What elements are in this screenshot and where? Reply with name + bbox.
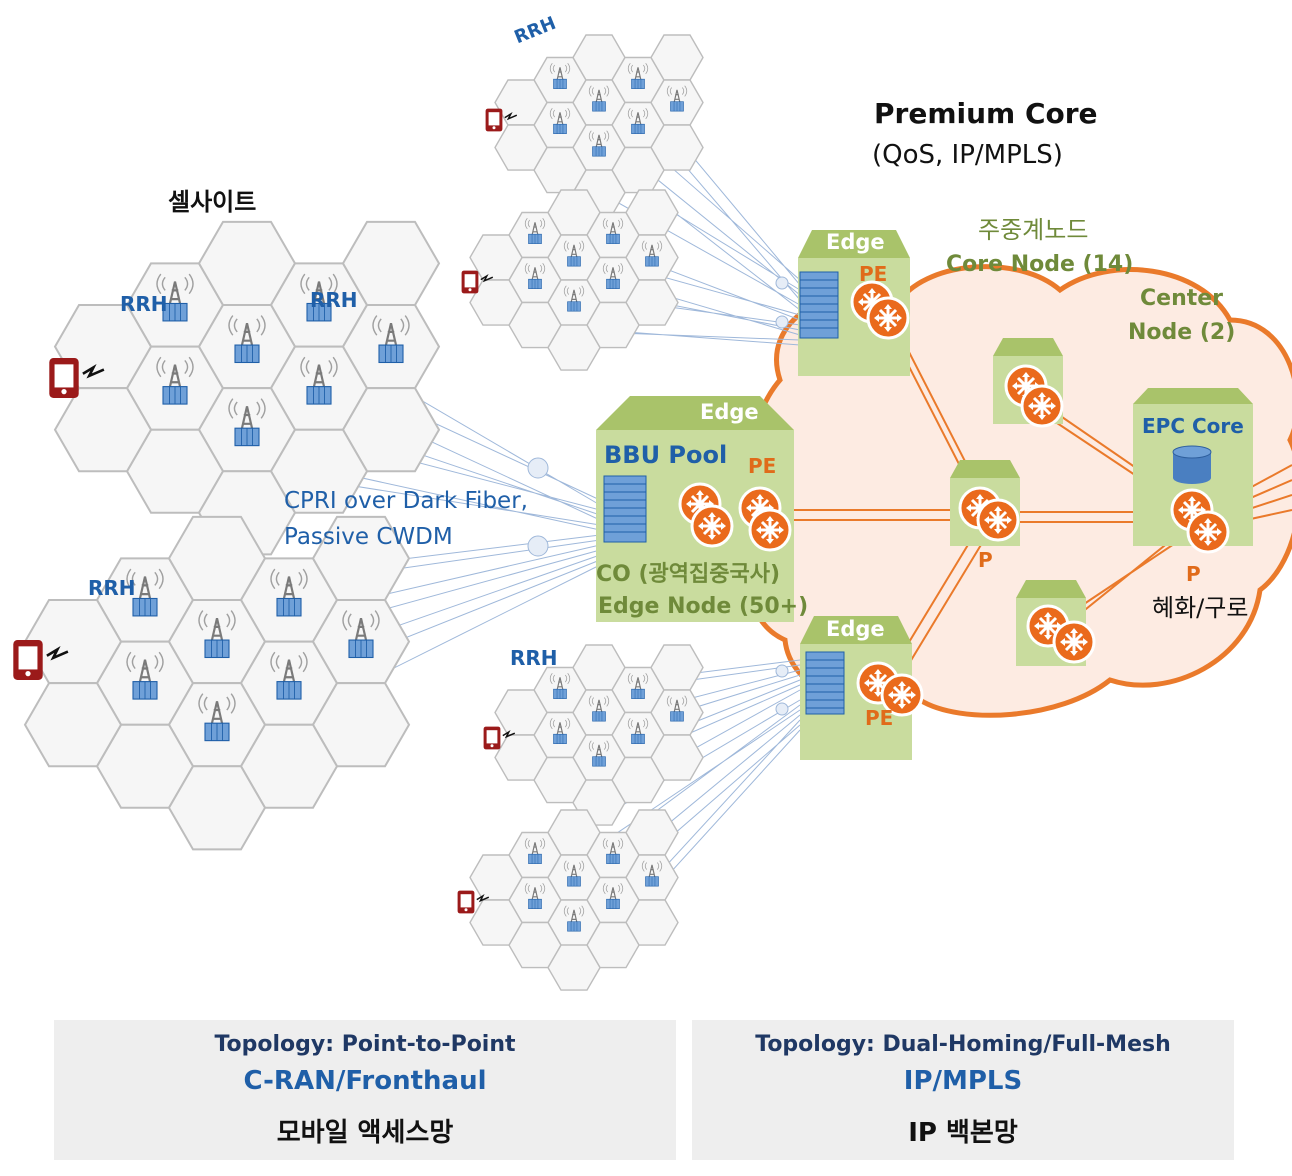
bbu-pool-label: BBU Pool <box>604 441 728 469</box>
p-label: P <box>978 548 993 572</box>
cell-tower-icon <box>588 740 610 767</box>
server-rack-icon <box>805 651 845 715</box>
cell-tower-icon <box>641 240 663 267</box>
center-node-label-line1: Center <box>1140 286 1224 311</box>
cell-tower-icon <box>602 883 624 909</box>
panel-right-tech: IP/MPLS <box>903 1066 1023 1096</box>
co-label-line1: CO (광역집중국사) <box>596 562 781 587</box>
cell-tower-icon <box>602 837 624 864</box>
pe-label: PE <box>748 454 777 478</box>
edge-label-top: Edge <box>826 230 885 254</box>
hyehwa-guro-label: 혜화/구로 <box>1152 594 1249 622</box>
cell-tower-icon <box>372 315 410 364</box>
hex-cell <box>53 387 153 473</box>
p-label: P <box>1186 562 1201 586</box>
cell-tower-icon <box>228 398 266 447</box>
hex-cell <box>469 899 523 946</box>
server-rack-icon <box>799 271 839 339</box>
fiber-connector-icon <box>527 276 789 716</box>
hex-cell <box>469 279 523 326</box>
epc-core-label: EPC Core <box>1142 414 1244 438</box>
cell-tower-icon <box>563 240 585 267</box>
panel-right-korean: IP 백본망 <box>908 1118 1018 1148</box>
co-label-line2: Edge Node (50+) <box>598 594 809 619</box>
server-rack-icon <box>603 475 647 543</box>
cell-tower-icon <box>156 273 194 322</box>
cell-tower-icon <box>126 568 164 617</box>
panel-ip-backbone: Topology: Dual-Homing/Full-Mesh IP/MPLS … <box>692 1020 1234 1160</box>
cell-tower-icon <box>588 85 610 112</box>
cell-tower-icon <box>627 718 649 744</box>
hex-cell <box>494 124 548 171</box>
cell-tower-icon <box>524 263 546 289</box>
mobile-phone-icon <box>457 890 490 914</box>
mobile-phone-icon <box>483 726 516 750</box>
cell-tower-icon <box>549 62 571 89</box>
rrh-label: RRH <box>88 576 136 600</box>
cell-tower-icon <box>563 905 585 932</box>
cell-tower-icon <box>641 860 663 887</box>
cell-tower-icon <box>270 568 308 617</box>
cell-tower-icon <box>549 108 571 134</box>
hex-cell <box>547 944 601 991</box>
cell-tower-icon <box>627 62 649 89</box>
premium-core-subtitle: (QoS, IP/MPLS) <box>872 140 1063 170</box>
cell-tower-icon <box>666 695 688 722</box>
cell-tower-icon <box>524 217 546 244</box>
cell-tower-icon <box>300 273 338 322</box>
cell-tower-icon <box>588 130 610 157</box>
core-node-kr-label: 주중계노드 <box>978 216 1089 244</box>
cell-tower-icon <box>198 610 236 659</box>
mobile-phone-icon <box>13 640 69 680</box>
panel-left-topology: Topology: Point-to-Point <box>214 1032 516 1057</box>
cell-tower-icon <box>549 718 571 744</box>
edge-label-center: Edge <box>700 400 759 424</box>
pe-label: PE <box>859 262 888 286</box>
cell-tower-icon <box>342 610 380 659</box>
hex-cell <box>547 324 601 371</box>
cell-tower-icon <box>524 837 546 864</box>
hex-cell <box>167 765 267 851</box>
cell-tower-icon <box>228 315 266 364</box>
panel-access-network: Topology: Point-to-Point C-RAN/Fronthaul… <box>54 1020 676 1160</box>
pe-label: PE <box>865 706 894 730</box>
mobile-phone-icon <box>49 358 105 398</box>
mobile-phone-icon <box>461 270 494 294</box>
premium-core-title: Premium Core <box>874 97 1098 130</box>
cell-tower-icon <box>270 651 308 700</box>
panel-left-tech: C-RAN/Fronthaul <box>243 1066 487 1096</box>
panel-left-korean: 모바일 액세스망 <box>276 1118 454 1148</box>
cell-tower-icon <box>563 285 585 312</box>
center-node-label-line2: Node (2) <box>1128 320 1236 345</box>
rrh-label: RRH <box>310 288 358 312</box>
cell-tower-icon <box>549 672 571 699</box>
panel-right-topology: Topology: Dual-Homing/Full-Mesh <box>755 1032 1171 1057</box>
rrh-label: RRH <box>510 646 558 670</box>
database-icon <box>1172 445 1212 484</box>
cell-tower-icon <box>627 672 649 699</box>
cell-tower-icon <box>198 693 236 742</box>
hex-cell <box>494 734 548 781</box>
cpri-label-line1: CPRI over Dark Fiber, <box>284 488 528 514</box>
premium-core-cloud <box>747 264 1292 718</box>
cell-tower-icon <box>588 695 610 722</box>
cell-tower-icon <box>627 108 649 134</box>
cell-tower-icon <box>563 860 585 887</box>
cpri-label-line2: Passive CWDM <box>284 524 453 550</box>
cell-tower-icon <box>300 356 338 405</box>
cell-tower-icon <box>126 651 164 700</box>
rrh-label: RRH <box>120 292 168 316</box>
cell-tower-icon <box>602 217 624 244</box>
hex-cell <box>23 682 123 768</box>
cell-tower-icon <box>602 263 624 289</box>
mobile-phone-icon <box>485 108 518 132</box>
core-node-label: Core Node (14) <box>946 252 1134 277</box>
cell-tower-icon <box>666 85 688 112</box>
cell-tower-icon <box>156 356 194 405</box>
edge-label-bottom: Edge <box>826 617 885 641</box>
cell-tower-icon <box>524 883 546 909</box>
cell-site-label: 셀사이트 <box>168 188 257 216</box>
